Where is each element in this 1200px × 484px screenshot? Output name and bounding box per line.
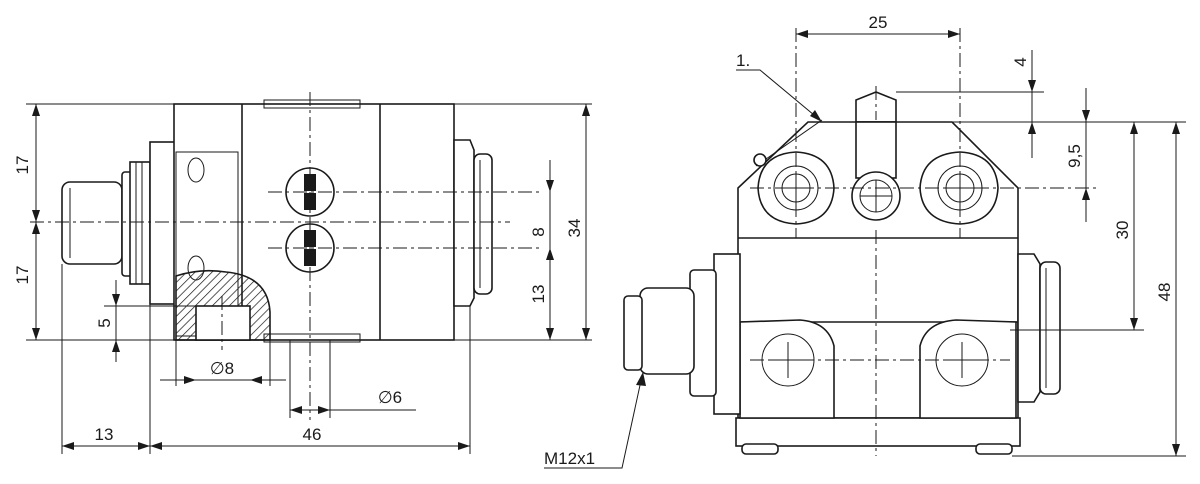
dim-25: 25: [869, 13, 888, 32]
dim-13-horizontal: 13: [95, 425, 114, 444]
dim-34: 34: [565, 219, 584, 238]
dim-8: 8: [529, 227, 548, 236]
right-cap-front: [1017, 253, 1061, 403]
dim-4: 4: [1011, 57, 1030, 66]
left-flange: [149, 141, 177, 305]
dim-17-bottom: 17: [13, 266, 32, 285]
mounting-hole-bottom-left: [739, 319, 835, 419]
dim-30: 30: [1113, 221, 1132, 240]
m12-connector-side: [61, 161, 151, 285]
bore-dia8: [195, 305, 251, 341]
m12-connector-front: [623, 253, 741, 415]
dim-dia6: ∅6: [378, 388, 402, 407]
dim-dia8: ∅8: [210, 359, 234, 378]
right-cap-side: [453, 139, 493, 307]
dim-46: 46: [303, 425, 322, 444]
item-label-1: 1.: [736, 51, 750, 70]
thread-label: M12x1: [544, 449, 595, 468]
front-view: 25 4 9,5 30 48 1. M12x1: [544, 13, 1186, 469]
dim-13-vertical: 13: [529, 285, 548, 304]
dim-5: 5: [95, 318, 114, 327]
base-plate: [735, 417, 1021, 447]
dim-9-5: 9,5: [1065, 144, 1084, 168]
center-bushing: [851, 121, 901, 221]
dim-48: 48: [1155, 283, 1174, 302]
mounting-hole-bottom-right: [919, 319, 1017, 419]
dim-17-top: 17: [13, 156, 32, 175]
side-view: 17 17 8 13 34 5 ∅8 ∅6: [13, 92, 592, 454]
